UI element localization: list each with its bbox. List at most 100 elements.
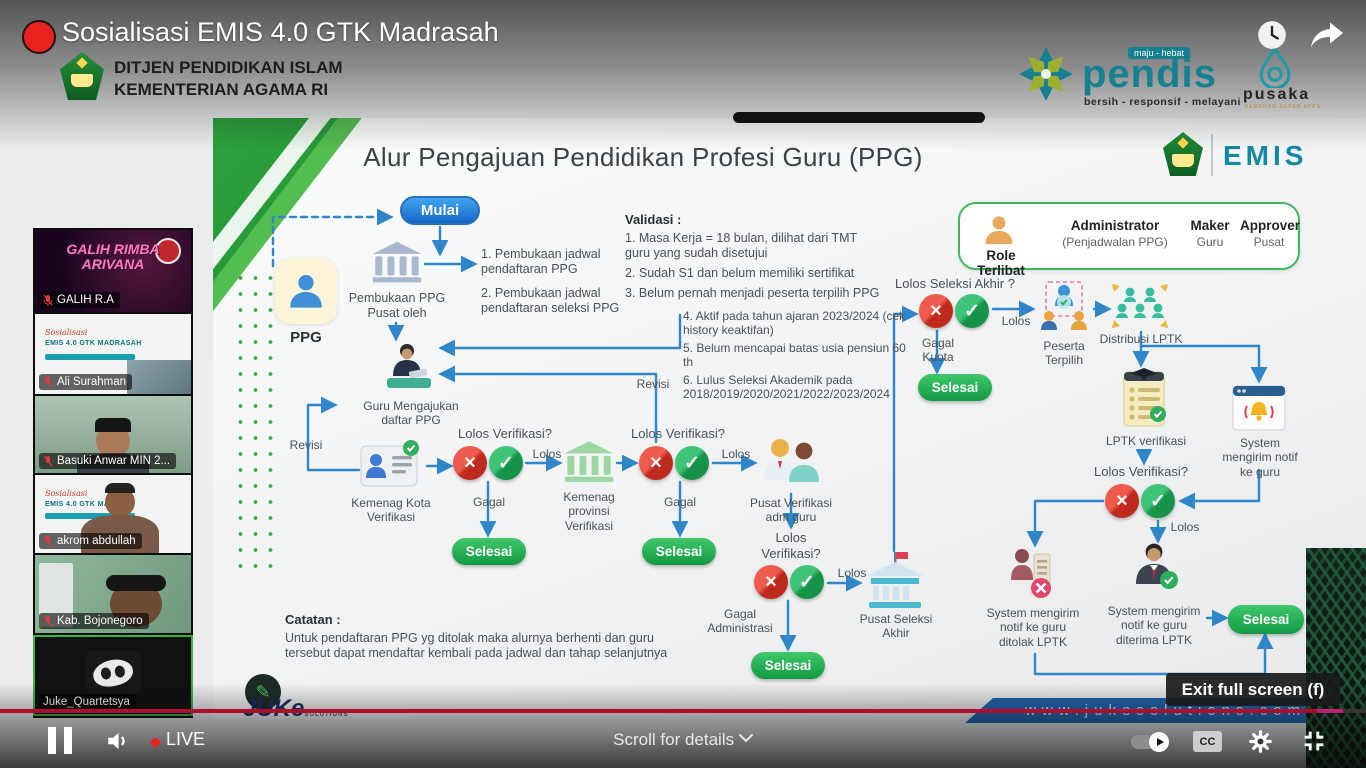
pass-icon: ✓ <box>1141 484 1175 518</box>
pusaka-droplet-icon <box>1259 46 1291 90</box>
teacher-icon <box>286 269 326 313</box>
mic-muted-icon <box>43 376 53 388</box>
revisi-label: Revisi <box>289 438 323 452</box>
validasi-item: 5. Belum mencapai batas usia pensiun 60 … <box>683 340 906 370</box>
fail-icon: × <box>1105 484 1139 518</box>
presentation-slide: Alur Pengajuan Pendidikan Profesi Guru (… <box>213 118 1366 723</box>
live-label[interactable]: LIVE <box>166 729 206 749</box>
selesai-node: Selesai <box>918 374 992 401</box>
captions-button[interactable]: CC <box>1193 731 1222 752</box>
mic-muted-icon <box>43 455 53 467</box>
clock-icon <box>1258 21 1286 49</box>
selesai-node: Selesai <box>1228 605 1304 634</box>
validasi-item: 4. Aktif pada tahun ajaran 2023/2024 (ce… <box>683 309 906 338</box>
progress-bar-played[interactable] <box>0 709 1317 713</box>
notif-ditolak-label: System mengirim notif ke guru ditolak LP… <box>986 606 1080 649</box>
gagal-kuota-label: Gagal Kuota <box>921 336 955 365</box>
fail-icon: × <box>453 446 487 480</box>
lptk-verifikasi-label: LPTK verifikasi <box>1105 434 1187 448</box>
role-title: Role Terlibat <box>977 248 1025 278</box>
autoplay-toggle[interactable] <box>1131 732 1169 752</box>
lptk-doc-icon <box>1118 366 1170 430</box>
progress-bar-buffer[interactable] <box>1317 709 1343 713</box>
mic-muted-icon <box>43 535 53 547</box>
settings-button[interactable] <box>1247 728 1274 760</box>
cc-icon: CC <box>1193 731 1222 752</box>
volume-button[interactable] <box>104 728 132 759</box>
lolos-label: Lolos <box>1001 314 1031 328</box>
gagal-administrasi-label: Gagal Administrasi <box>707 607 773 636</box>
pendis-badge: maju - hebat <box>1128 47 1191 59</box>
name-tag: Basuki Anwar MIN 2... <box>39 453 177 469</box>
scroll-hint[interactable]: Scroll for details <box>583 729 783 750</box>
gear-icon <box>1249 730 1272 753</box>
peserta-icon <box>1036 280 1092 336</box>
kemenag-emblem <box>60 52 104 100</box>
bank-icon-pusat <box>371 240 423 285</box>
mic-muted-icon <box>43 615 53 627</box>
participant-tile: Sosialisasi EMIS 4.0 GTK MADRASAH Ali Su… <box>35 314 191 394</box>
participants-rail: GALIH RIMBA ARIVANA GALIH R.A Sosialisas… <box>33 228 193 718</box>
lolos-label: Lolos <box>1170 520 1200 534</box>
start-node: Mulai <box>400 196 480 225</box>
tile-banner: GALIH RIMBA ARIVANA <box>66 241 160 272</box>
guru-mengajukan-label: Guru Mengajukan daftar PPG <box>363 399 459 428</box>
pendis-logo <box>1016 44 1076 109</box>
fail-icon: × <box>919 294 953 328</box>
tile-banner: EMIS 4.0 GTK MADRASAH <box>45 340 142 347</box>
notif-guru-label: System mengirim notif ke guru <box>1222 436 1298 479</box>
speaker-icon <box>108 732 125 750</box>
jadwal-item: 2. Pembukaan jadwal pendaftaran seleksi … <box>481 286 620 315</box>
exit-fullscreen-button[interactable] <box>1300 727 1328 760</box>
notif-diterima-label: System mengirim notif ke guru diterima L… <box>1107 604 1201 647</box>
role-legend: Role Terlibat Administrator (Penjadwalan… <box>958 202 1300 278</box>
pass-icon: ✓ <box>790 565 824 599</box>
lolos-seleksi-akhir-label: Lolos Seleksi Akhir ? <box>895 276 1015 291</box>
pendis-wordmark: pendis <box>1082 52 1217 96</box>
autoplay-knob <box>1149 732 1169 752</box>
participant-tile: Basuki Anwar MIN 2... <box>35 396 191 473</box>
pembukaan-label: Pembukaan PPG Pusat oleh <box>348 291 446 320</box>
building-flag-icon <box>863 550 927 610</box>
revisi-label: Revisi <box>636 377 670 391</box>
ppg-avatar <box>275 258 337 324</box>
validasi-title: Validasi : <box>625 212 682 227</box>
kemenag-provinsi-label: Kemenag provinsi Verifikasi <box>563 490 615 533</box>
video-title: Sosialisasi EMIS 4.0 GTK Madrasah <box>62 17 499 47</box>
selesai-node: Selesai <box>452 538 526 565</box>
chevron-down-icon <box>738 734 753 743</box>
pause-button[interactable] <box>48 727 72 754</box>
tile-script: Sosialisasi <box>45 489 88 498</box>
fail-icon: × <box>754 565 788 599</box>
mic-muted-icon <box>43 294 53 306</box>
validasi-item: 6. Lulus Seleksi Akademik pada 2018/2019… <box>683 372 890 401</box>
notif-browser-icon <box>1231 384 1287 432</box>
watch-later-button[interactable] <box>1257 20 1287 55</box>
gagal-label: Gagal <box>663 495 697 509</box>
share-icon <box>1311 22 1343 48</box>
catatan-title: Catatan : <box>285 612 341 627</box>
pass-icon: ✓ <box>955 294 989 328</box>
share-button[interactable] <box>1308 20 1346 55</box>
org-line2: KEMENTERIAN AGAMA RI <box>114 80 329 100</box>
fail-icon: × <box>639 446 673 480</box>
name-tag: Ali Surahman <box>39 374 133 390</box>
guru-desk-icon <box>381 342 437 396</box>
peserta-terpilih-label: Peserta Terpilih <box>1043 339 1085 368</box>
progress-bar-rest[interactable] <box>1343 709 1366 713</box>
name-tag: Kab. Bojonegoro <box>39 613 149 629</box>
live-dot <box>151 738 160 747</box>
tile-banner: EMIS 4.0 GTK MA <box>45 501 110 508</box>
name-tag: GALIH R.A <box>39 292 120 308</box>
participant-tile: GALIH RIMBA ARIVANA GALIH R.A <box>35 230 191 312</box>
name-tag: akrom abdullah <box>39 533 142 549</box>
lolos-verifikasi-label: Lolos Verifikasi? <box>458 426 552 441</box>
distribusi-lptk-label: Distribusi LPTK <box>1099 332 1183 346</box>
pass-icon: ✓ <box>675 446 709 480</box>
org-line1: DITJEN PENDIDIKAN ISLAM <box>114 58 343 77</box>
flow-arrows <box>271 208 1274 676</box>
distribusi-icon <box>1110 280 1170 330</box>
top-notch-bar <box>733 112 985 123</box>
jadwal-item: 1. Pembukaan jadwal pendaftaran PPG <box>481 247 601 276</box>
